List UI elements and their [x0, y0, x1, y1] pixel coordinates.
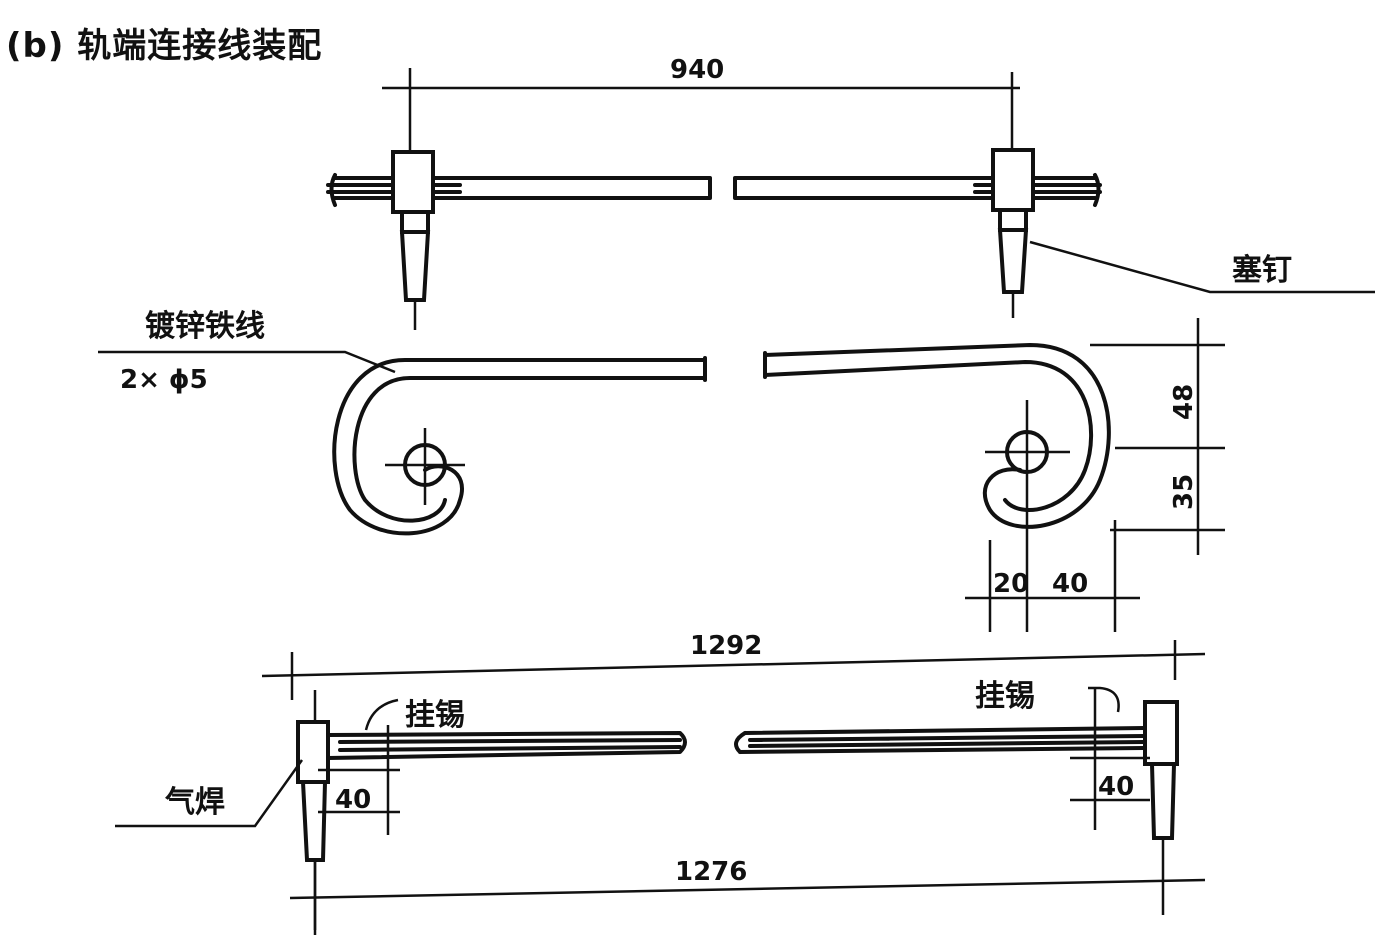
right-wire-loop — [763, 343, 1111, 529]
top-left-bar — [326, 150, 712, 330]
wire-spec-label: 2× ϕ5 — [120, 365, 208, 395]
dimension-20-40: 20 40 — [965, 500, 1140, 632]
dimension-1292: 1292 — [261, 631, 1206, 700]
plug-nail-label: 塞钉 — [1232, 253, 1292, 288]
gas-weld-label: 气焊 — [165, 785, 225, 820]
left-wire-loop — [332, 356, 707, 536]
wire-label: 镀锌铁线 — [145, 309, 265, 344]
bottom-right-lug — [1088, 686, 1179, 840]
tin-label-right: 挂锡 — [975, 679, 1035, 714]
bottom-view: 1292 挂锡 挂锡 气焊 — [115, 631, 1206, 935]
dimension-35-text: 35 — [1169, 474, 1199, 510]
bottom-left-bar — [326, 731, 687, 760]
bottom-right-bar — [734, 726, 1147, 754]
tin-leader-left — [364, 698, 399, 731]
dimension-940-text: 940 — [670, 55, 724, 85]
plug-nail-leader — [1029, 240, 1375, 294]
dimension-1276-text: 1276 — [675, 857, 747, 887]
middle-view: 镀锌铁线 2× ϕ5 48 35 — [98, 309, 1225, 632]
dimension-940: 940 — [382, 55, 1020, 150]
dimension-48-text: 48 — [1169, 384, 1199, 420]
dimension-40-right: 40 — [1070, 756, 1150, 802]
tin-label-left: 挂锡 — [405, 698, 465, 733]
figure-title: (b) 轨端连接线装配 — [6, 26, 323, 66]
dimension-40-text: 40 — [1052, 569, 1088, 599]
dimension-1276: 1276 — [289, 838, 1206, 935]
gas-weld-leader — [115, 759, 304, 828]
dimension-48-35: 48 35 — [1090, 318, 1225, 555]
dimension-20-text: 20 — [993, 569, 1029, 599]
top-right-bar — [733, 148, 1102, 318]
top-view: 940 塞钉 — [326, 55, 1375, 330]
dimension-40-left: 40 — [318, 725, 400, 835]
bottom-left-lug — [296, 690, 330, 930]
dimension-1292-text: 1292 — [690, 631, 762, 661]
dimension-40-left-text: 40 — [335, 785, 371, 815]
dimension-40-right-text: 40 — [1098, 772, 1134, 802]
